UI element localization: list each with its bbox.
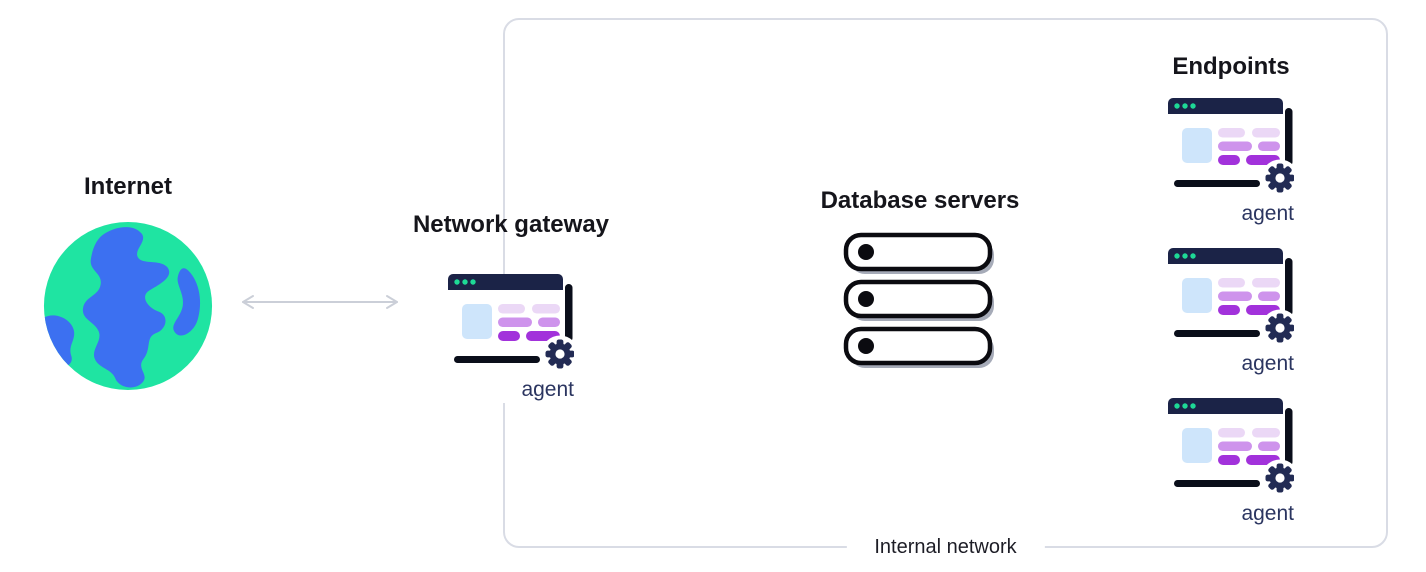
browser-window-icon	[1168, 398, 1294, 496]
gateway-agent-unit: agent	[448, 274, 574, 403]
endpoints-group: Endpoints agent agent agent	[1148, 52, 1314, 548]
endpoint-agent-unit: agent	[1168, 248, 1294, 377]
endpoint-agent-label: agent	[1241, 352, 1294, 375]
endpoint-agent-label: agent	[1241, 502, 1294, 525]
endpoints-label: Endpoints	[1172, 53, 1290, 80]
database-server-stack-icon	[842, 232, 998, 372]
internet-label: Internet	[83, 173, 172, 200]
browser-window-icon	[1168, 98, 1294, 196]
endpoint-agent-label: agent	[1241, 202, 1294, 225]
gateway-agent-label: agent	[521, 378, 574, 401]
internet-gateway-connection	[235, 294, 405, 310]
bidirectional-arrow-icon	[235, 294, 405, 310]
internet-globe-icon	[42, 220, 214, 392]
internal-network-label: Internal network	[846, 534, 1045, 560]
database-servers-label: Database servers	[820, 187, 1020, 214]
database-servers-group: Database servers	[820, 186, 1020, 372]
browser-window-icon	[448, 274, 574, 372]
endpoint-agent-unit: agent	[1168, 98, 1294, 227]
browser-window-icon	[1168, 248, 1294, 346]
network-gateway-label: Network gateway	[412, 211, 610, 238]
network-gateway-group: Network gateway agent	[400, 210, 622, 403]
endpoint-agent-unit: agent	[1168, 398, 1294, 527]
internet-group: Internet	[42, 172, 214, 392]
